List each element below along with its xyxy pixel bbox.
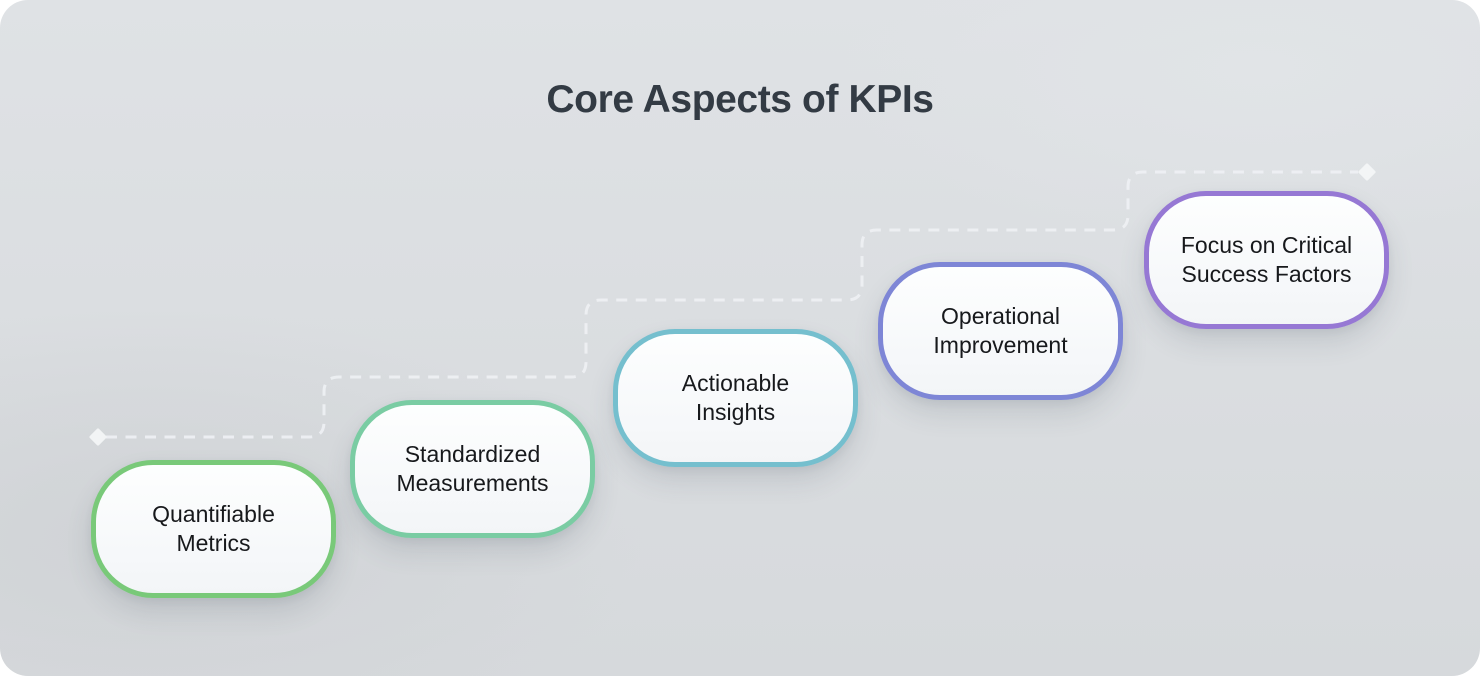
step-label-line: Standardized [404, 441, 541, 467]
step-label-line: Insights [695, 399, 776, 425]
step-label-line: Metrics [176, 530, 251, 556]
step-actionable-insights: Actionable Insights [613, 329, 858, 467]
connector-end-diamond-icon [1358, 163, 1376, 181]
page-title: Core Aspects of KPIs [546, 78, 934, 121]
step-focus-on-critical-success-factors: Focus on Critical Success Factors [1144, 191, 1389, 329]
step-label-line: Operational [941, 303, 1060, 329]
step-label-line: Focus on Critical [1180, 232, 1353, 258]
step-standardized-measurements: Standardized Measurements [350, 400, 595, 538]
step-operational-improvement: Operational Improvement [878, 262, 1123, 400]
step-label-line: Measurements [396, 470, 549, 496]
step-label-line: Success Factors [1181, 261, 1352, 287]
step-quantifiable-metrics: Quantifiable Metrics [91, 460, 336, 598]
step-label-line: Quantifiable [152, 501, 275, 527]
step-label-line: Improvement [933, 332, 1068, 358]
step-label-line: Actionable [681, 370, 790, 396]
connector-start-diamond-icon [89, 428, 107, 446]
